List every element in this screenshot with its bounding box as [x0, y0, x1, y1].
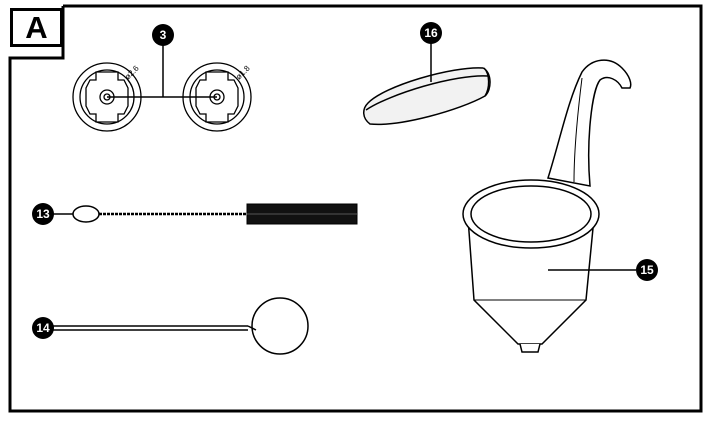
cleaning-needle: [52, 297, 309, 355]
callout-nozzles: 3: [152, 24, 174, 46]
callout-cup: 15: [636, 259, 658, 281]
cleaning-brush: [72, 203, 358, 225]
nozzle-size-left: ø2.6: [123, 63, 141, 81]
nozzle-leader-lines: [107, 40, 217, 98]
panel-label: A: [10, 8, 63, 47]
callout-lid: 16: [420, 22, 442, 44]
callout-needle: 14: [32, 317, 54, 339]
nozzle-size-right: ø1.8: [234, 63, 252, 81]
panel-frame: [8, 4, 703, 413]
cup-lid: [363, 67, 491, 126]
callout-brush: 13: [32, 203, 54, 225]
paint-cup: [462, 59, 632, 353]
